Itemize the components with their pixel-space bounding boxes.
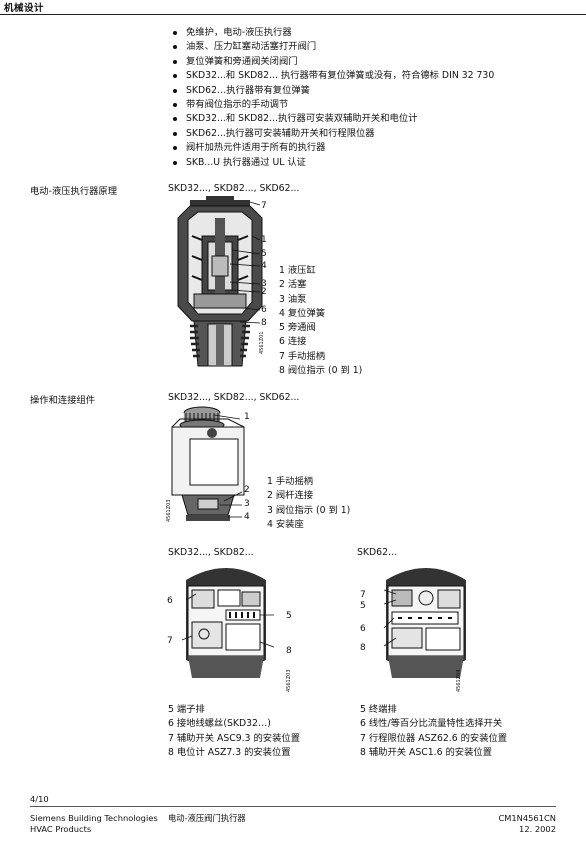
skd32-legend: 5 端子排 6 接地线螺丝(SKD32…) 7 辅助开关 ASC9.3 的安装位…	[168, 703, 300, 760]
feature-item: 复位弹簧和旁通阀关闭阀门	[168, 55, 578, 69]
footer-doc-info: CM1N4561CN 12. 2002	[498, 813, 556, 835]
skd32-callout: 7	[167, 636, 173, 646]
parts-callout: 3	[244, 499, 250, 509]
skd62-callout: 7	[360, 590, 366, 600]
legend-item: 3 油泵	[279, 293, 307, 305]
skd32-callout: 5	[286, 611, 292, 621]
figure-code: 4561Z03	[166, 499, 172, 522]
principle-callout: 4	[261, 261, 267, 271]
feature-item: SKD32...和 SKD82... 执行器带有复位弹簧或没有，符合德标 DIN…	[168, 69, 578, 83]
company-name: Siemens Building Technologies	[30, 813, 158, 823]
legend-item: 6 连接	[279, 336, 307, 348]
feature-list: 免维护，电动-液压执行器 油泵、压力缸塞动活塞打开阀门 复位弹簧和旁通阀关闭阀门…	[168, 26, 578, 170]
figure-code: 4561Z03	[286, 669, 292, 692]
skd62-caption: SKD62…	[357, 547, 398, 558]
skd62-callout: 8	[360, 643, 366, 653]
principle-callout: 1	[261, 235, 267, 245]
figure-code: 4561Z01	[259, 331, 265, 354]
skd32-top-view-figure	[181, 568, 274, 678]
legend-item: 5 端子排	[168, 704, 205, 715]
actuator-exterior-figure	[171, 406, 245, 521]
feature-item: SKD62…执行器带有复位弹簧	[168, 84, 578, 98]
skd62-callout: 5	[360, 601, 366, 611]
legend-item: 1 液压缸	[279, 265, 316, 276]
legend-item: 7 辅助开关 ASC9.3 的安装位置	[168, 732, 300, 744]
doc-code: CM1N4561CN	[498, 813, 556, 823]
page-number: 4/10	[30, 794, 49, 804]
parts-callout: 4	[244, 512, 250, 522]
principle-callout: 7	[261, 201, 267, 211]
feature-item: 免维护，电动-液压执行器	[168, 26, 578, 40]
principle-caption: SKD32..., SKD82..., SKD62...	[168, 183, 300, 194]
doc-date: 12. 2002	[519, 824, 556, 834]
feature-item: SKD62...执行器可安装辅助开关和行程限位器	[168, 127, 578, 141]
legend-item: 8 辅助开关 ASC1.6 的安装位置	[360, 746, 492, 758]
principle-callout: 3	[261, 279, 267, 289]
footer-company: Siemens Building Technologies HVAC Produ…	[30, 813, 158, 835]
principle-legend: 1 液压缸 2 活塞 3 油泵 4 复位弹簧 5 旁通阀 6 连接 7 手动摇柄…	[279, 264, 362, 378]
figure-code: 4561Z04	[456, 669, 462, 692]
skd62-top-view-figure	[383, 568, 466, 678]
feature-item: 阀杆加热元件适用于所有的执行器	[168, 141, 578, 155]
legend-item: 1 手动摇柄	[267, 476, 314, 487]
principle-callout: 5	[261, 249, 267, 259]
skd32-callout: 8	[286, 646, 292, 656]
skd32-callout: 6	[167, 596, 173, 606]
principle-callout: 6	[261, 305, 267, 315]
legend-item: 6 接地线螺丝(SKD32…)	[168, 718, 271, 730]
parts-caption: SKD32..., SKD82..., SKD62...	[168, 392, 300, 403]
footer-doc-title: 电动-液压阀门执行器	[168, 813, 246, 823]
legend-item: 8 阀位指示 (0 到 1)	[279, 365, 363, 377]
principle-side-label: 电动-液压执行器原理	[30, 186, 118, 197]
legend-item: 2 活塞	[279, 279, 307, 291]
principle-callout: 2	[261, 287, 267, 297]
legend-item: 8 电位计 ASZ7.3 的安装位置	[168, 746, 291, 758]
footer-rule	[30, 806, 556, 807]
legend-item: 7 行程限位器 ASZ62.6 的安装位置	[360, 732, 508, 744]
legend-item: 3 阀位指示 (0 到 1)	[267, 504, 351, 516]
legend-item: 5 旁通阀	[279, 322, 316, 334]
legend-item: 6 线性/等百分比流量特性选择开关	[360, 718, 503, 730]
legend-item: 4 复位弹簧	[279, 307, 326, 319]
skd32-caption: SKD32..., SKD82...	[168, 547, 254, 558]
legend-item: 7 手动摇柄	[279, 350, 326, 362]
legend-item: 4 安装座	[267, 518, 304, 530]
skd62-legend: 5 终端排 6 线性/等百分比流量特性选择开关 7 行程限位器 ASZ62.6 …	[360, 703, 507, 760]
page-header: 机械设计	[4, 3, 45, 14]
skd62-callout: 6	[360, 624, 366, 634]
legend-item: 2 阀杆连接	[267, 490, 314, 502]
principle-callout: 8	[261, 318, 267, 328]
parts-callout: 2	[244, 485, 250, 495]
legend-item: 5 终端排	[360, 704, 397, 715]
parts-callout: 1	[244, 412, 250, 422]
header-rule	[0, 14, 586, 15]
actuator-cutaway-figure	[177, 196, 263, 367]
feature-item: SKD32...和 SKD82...执行器可安装双辅助开关和电位计	[168, 112, 578, 126]
parts-legend: 1 手动摇柄 2 阀杆连接 3 阀位指示 (0 到 1) 4 安装座	[267, 475, 350, 532]
division-name: HVAC Products	[30, 824, 92, 834]
feature-item: 带有阀位指示的手动调节	[168, 98, 578, 112]
feature-item: 油泵、压力缸塞动活塞打开阀门	[168, 40, 578, 54]
parts-side-label: 操作和连接组件	[30, 395, 96, 406]
feature-item: SKB...U 执行器通过 UL 认证	[168, 156, 578, 170]
